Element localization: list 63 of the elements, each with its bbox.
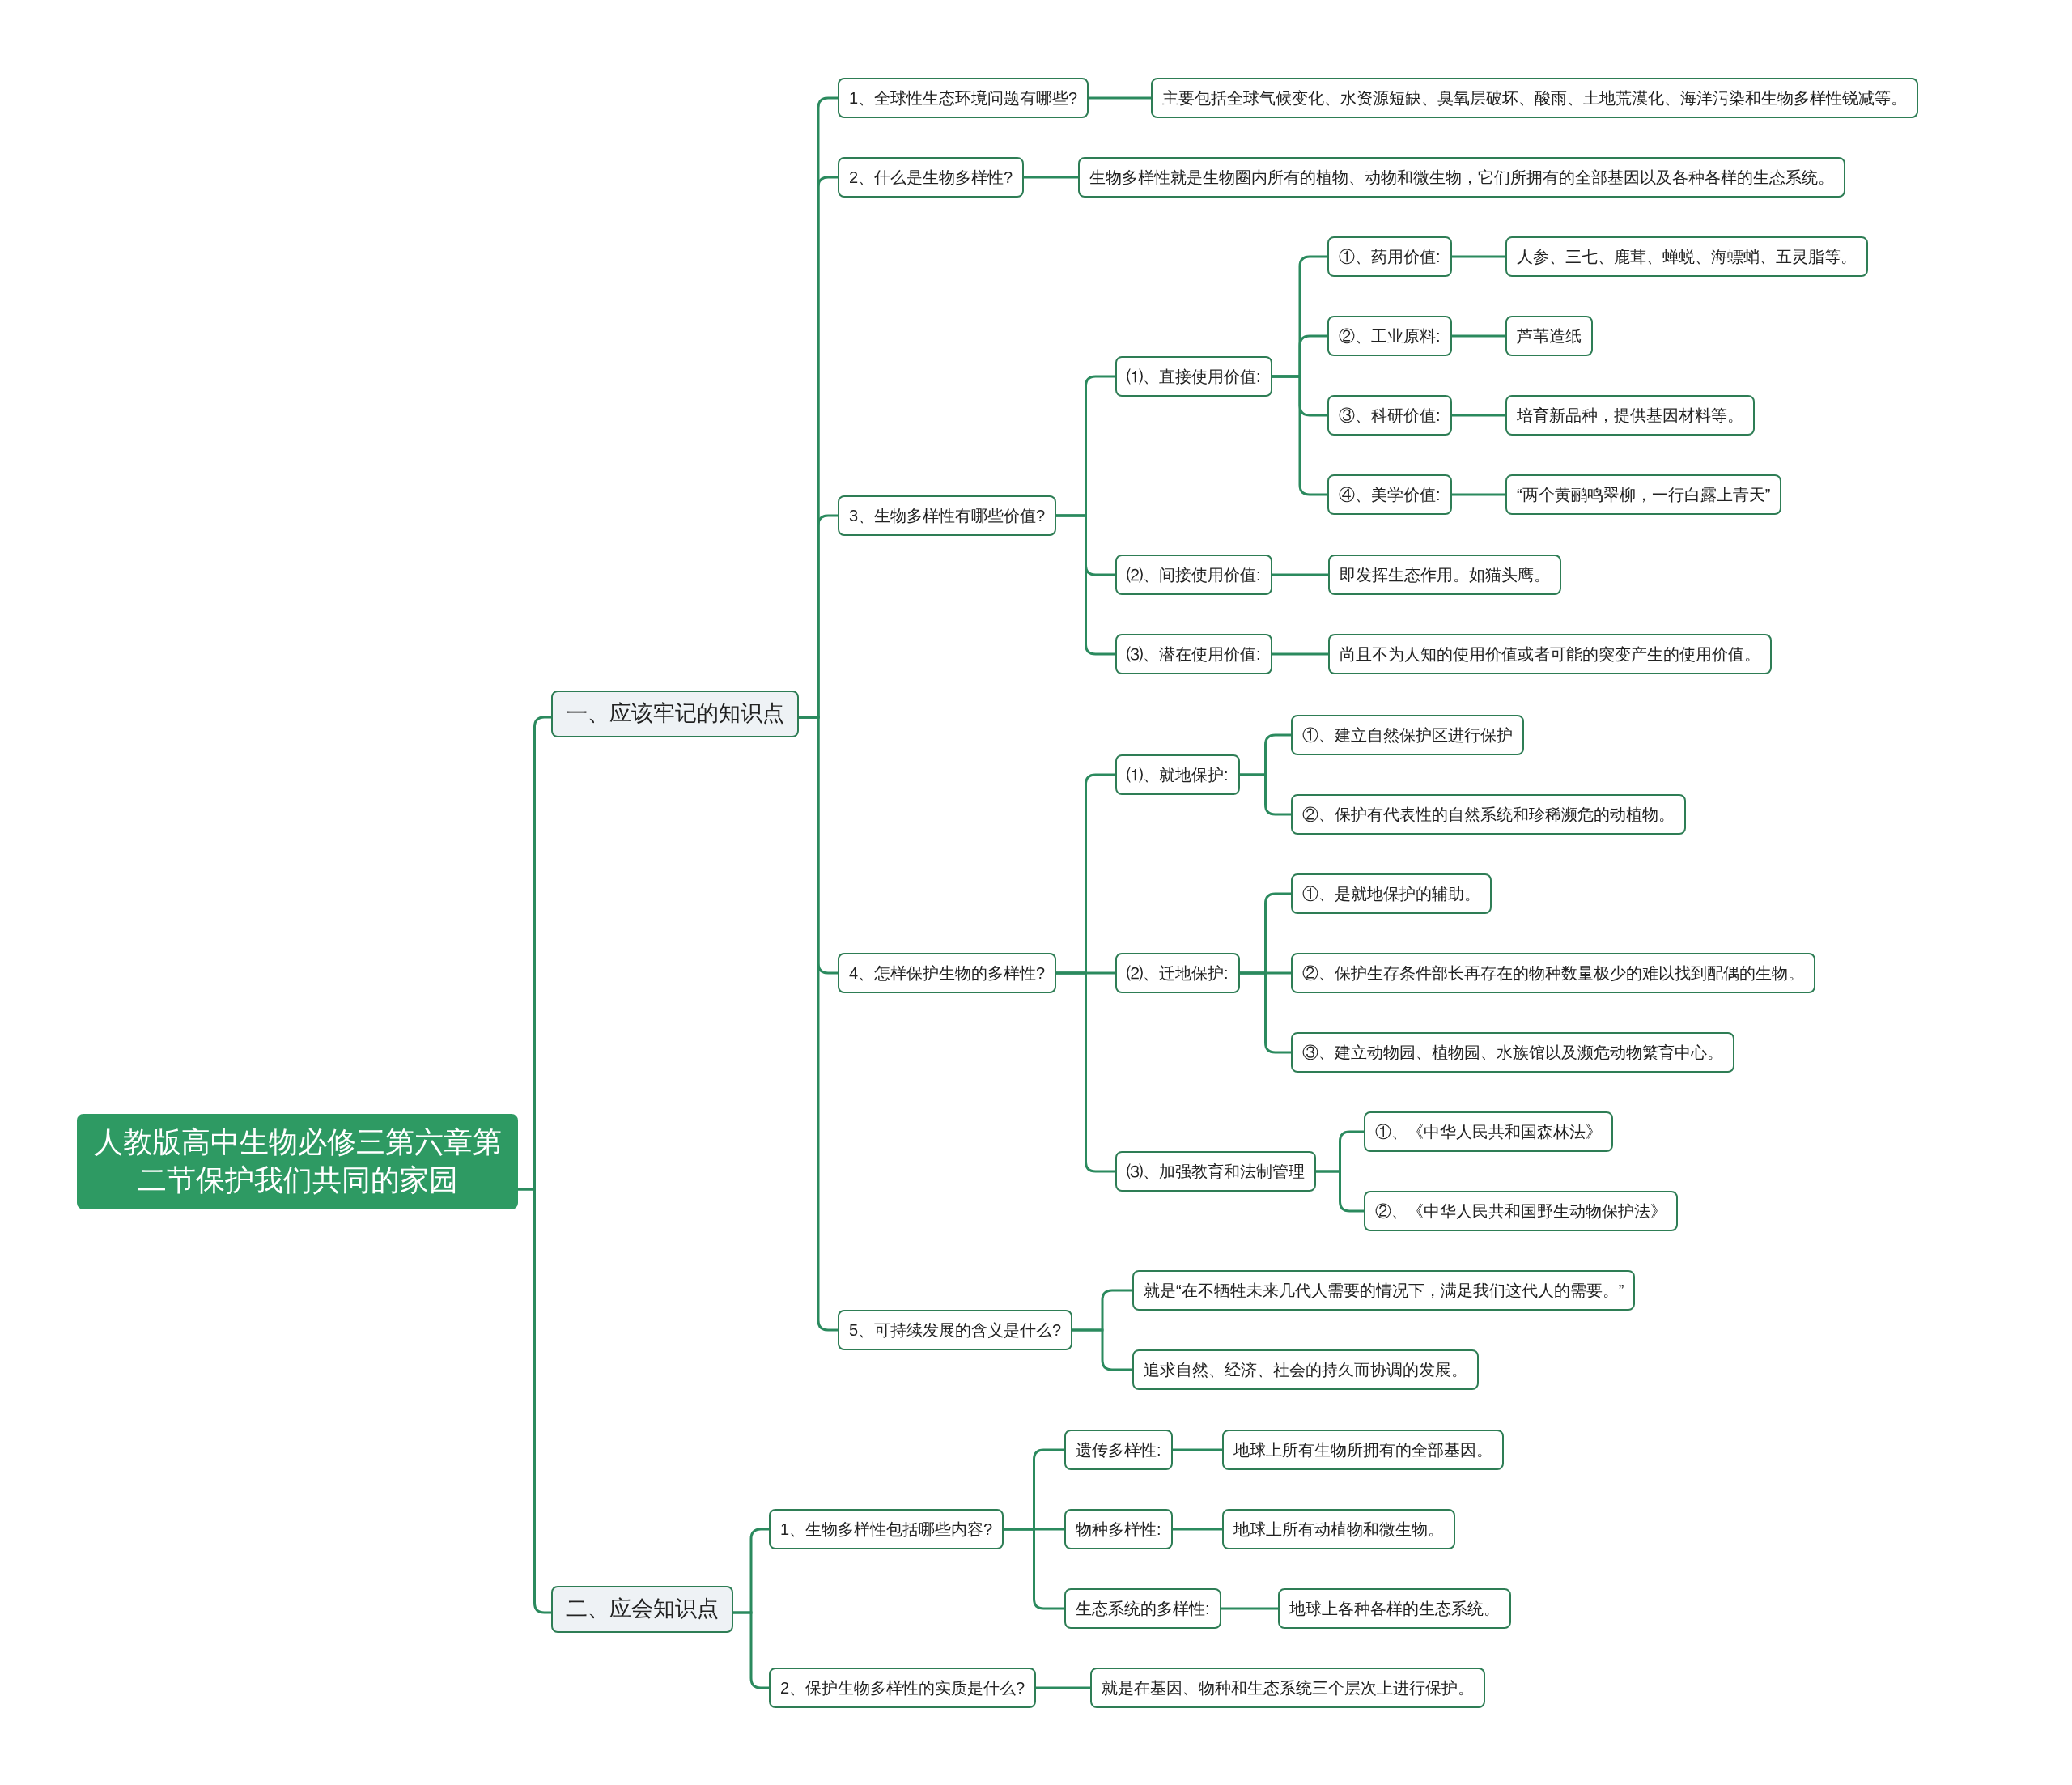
- connector-line: [1452, 255, 1505, 258]
- connector-line: [1089, 96, 1151, 100]
- connector-line: [1056, 971, 1115, 1173]
- topic-box: 地球上各种各样的生态系统。: [1278, 1588, 1511, 1629]
- topic-box: ⑴、就地保护:: [1115, 754, 1240, 795]
- connector-line: [799, 716, 838, 1332]
- topic-box: 物种多样性:: [1064, 1509, 1173, 1549]
- topic-box: ①、建立自然保护区进行保护: [1291, 715, 1524, 755]
- topic-box: 芦苇造纸: [1505, 316, 1593, 356]
- topic-box: ⑵、迁地保护:: [1115, 953, 1240, 993]
- topic-box: 主要包括全球气候变化、水资源短缺、臭氧层破坏、酸雨、土地荒漠化、海洋污染和生物多样性锐减等。: [1151, 78, 1918, 118]
- connector-line: [1173, 1448, 1222, 1451]
- topic-box: 就是“在不牺牲未来几代人需要的情况下，满足我们这代人的需要。”: [1132, 1270, 1636, 1311]
- topic-box: ④、美学价值:: [1327, 474, 1452, 515]
- connector-line: [733, 1611, 769, 1689]
- topic-box: 就是在基因、物种和生态系统三个层次上进行保护。: [1090, 1668, 1485, 1708]
- topic-box: “两个黄鹂鸣翠柳，一行白露上青天”: [1505, 474, 1782, 515]
- topic-box: 尚且不为人知的使用价值或者可能的突变产生的使用价值。: [1328, 634, 1772, 674]
- topic-box: 地球上所有生物所拥有的全部基因。: [1222, 1430, 1504, 1470]
- connector-line: [1452, 414, 1505, 417]
- topic-box: ①、药用价值:: [1327, 236, 1452, 277]
- connector-line: [1272, 652, 1328, 656]
- topic-box: ③、科研价值:: [1327, 395, 1452, 436]
- central-topic: 人教版高中生物必修三第六章第二节保护我们共同的家园: [77, 1114, 518, 1209]
- connector-line: [1056, 514, 1115, 656]
- topic-box: 培育新品种，提供基因材料等。: [1505, 395, 1755, 436]
- connector-line: [518, 1188, 551, 1614]
- topic-box: 生物多样性就是生物圈内所有的植物、动物和微生物，它们所拥有的全部基因以及各种各样的生态系统。: [1078, 157, 1845, 198]
- topic-box: 追求自然、经济、社会的持久而协调的发展。: [1132, 1349, 1479, 1390]
- topic-box: ⑶、加强教育和法制管理: [1115, 1151, 1316, 1192]
- topic-box: ⑵、间接使用价值:: [1115, 555, 1272, 595]
- topic-box: 4、怎样保护生物的多样性?: [838, 953, 1057, 993]
- connector-line: [1452, 493, 1505, 496]
- topic-box: 2、什么是生物多样性?: [838, 157, 1025, 198]
- topic-box: 遗传多样性:: [1064, 1430, 1173, 1470]
- topic-box: ①、《中华人民共和国森林法》: [1364, 1111, 1613, 1152]
- topic-box: ②、保护有代表性的自然系统和珍稀濒危的动植物。: [1291, 794, 1686, 835]
- topic-box: ①、是就地保护的辅助。: [1291, 873, 1492, 914]
- topic-box: 即发挥生态作用。如猫头鹰。: [1328, 555, 1561, 595]
- connector-line: [1173, 1528, 1222, 1531]
- topic-box: 5、可持续发展的含义是什么?: [838, 1310, 1073, 1350]
- topic-box: ②、《中华人民共和国野生动物保护法》: [1364, 1191, 1678, 1231]
- main-topic-box: 二、应会知识点: [551, 1586, 733, 1633]
- connector-line: [1072, 1328, 1132, 1371]
- topic-box: ③、建立动物园、植物园、水族馆以及濒危动物繁育中心。: [1291, 1032, 1734, 1073]
- topic-box: 1、全球性生态环境问题有哪些?: [838, 78, 1089, 118]
- topic-box: 1、生物多样性包括哪些内容?: [769, 1509, 1004, 1549]
- connector-line: [1452, 334, 1505, 338]
- topic-box: 地球上所有动植物和微生物。: [1222, 1509, 1455, 1549]
- connector-line: [1272, 573, 1328, 576]
- topic-box: 3、生物多样性有哪些价值?: [838, 495, 1057, 536]
- topic-box: 2、保护生物多样性的实质是什么?: [769, 1668, 1037, 1708]
- topic-box: ②、工业原料:: [1327, 316, 1452, 356]
- topic-box: 人参、三七、鹿茸、蝉蜕、海螵蛸、五灵脂等。: [1505, 236, 1868, 277]
- topic-box: ②、保护生存条件部长再存在的物种数量极少的难以找到配偶的生物。: [1291, 953, 1815, 993]
- main-topic-box: 一、应该牢记的知识点: [551, 691, 799, 737]
- connector-line: [1221, 1607, 1278, 1610]
- topic-box: 生态系统的多样性:: [1064, 1588, 1221, 1629]
- topic-box: ⑴、直接使用价值:: [1115, 356, 1272, 397]
- connector-line: [1036, 1686, 1090, 1689]
- topic-box: ⑶、潜在使用价值:: [1115, 634, 1272, 674]
- connector-line: [1004, 1528, 1064, 1610]
- connector-line: [1024, 176, 1078, 179]
